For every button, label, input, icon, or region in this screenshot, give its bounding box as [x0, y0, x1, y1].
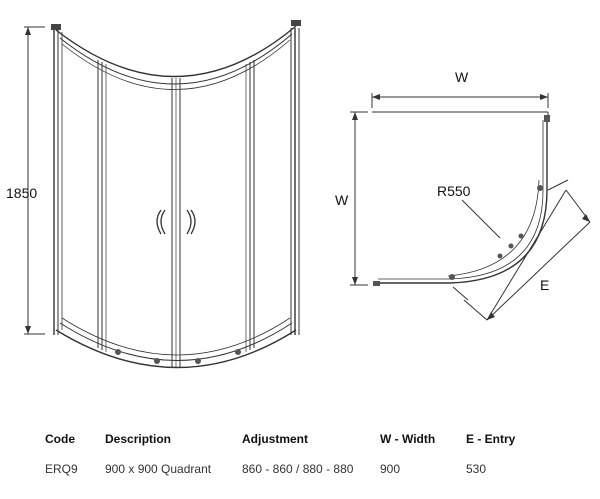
cell-description: 900 x 900 Quadrant	[105, 462, 212, 476]
width-top-dimension	[371, 93, 549, 108]
header-width: W - Width	[380, 432, 436, 446]
plan-width-side-label: W	[335, 192, 349, 208]
quadrant-walls	[372, 111, 549, 118]
specification-table: Code Description Adjustment W - Width E …	[0, 428, 600, 480]
plan-entry-label: E	[540, 277, 549, 293]
entry-dimension	[452, 179, 591, 321]
plan-width-top-label: W	[455, 69, 469, 85]
header-adjustment: Adjustment	[242, 432, 308, 446]
panel-dividers	[97, 60, 255, 368]
radius-leader	[461, 199, 501, 239]
cell-code: ERQ9	[45, 462, 78, 476]
plan-view	[350, 93, 591, 321]
cell-adjustment: 860 - 860 / 880 - 880	[242, 462, 354, 476]
header-description: Description	[105, 432, 172, 446]
height-label: 1850	[6, 185, 37, 201]
left-post	[51, 24, 63, 335]
header-code: Code	[45, 432, 75, 446]
plan-rollers	[449, 185, 543, 280]
door-handles	[156, 209, 196, 235]
width-side-dimension	[350, 111, 368, 286]
cell-entry: 530	[466, 462, 487, 476]
table-row: ERQ9 900 x 900 Quadrant 860 - 860 / 880 …	[0, 450, 600, 480]
top-rail	[55, 25, 297, 90]
quadrant-curve	[373, 115, 550, 286]
plan-radius-label: R550	[437, 183, 471, 199]
right-post	[290, 20, 301, 335]
header-entry: E - Entry	[466, 432, 516, 446]
cell-width: 900	[380, 462, 401, 476]
height-dimension	[24, 26, 45, 335]
bottom-rail	[55, 317, 297, 369]
table-header-row: Code Description Adjustment W - Width E …	[0, 428, 600, 450]
door-rollers	[115, 349, 241, 364]
front-view	[24, 20, 301, 369]
